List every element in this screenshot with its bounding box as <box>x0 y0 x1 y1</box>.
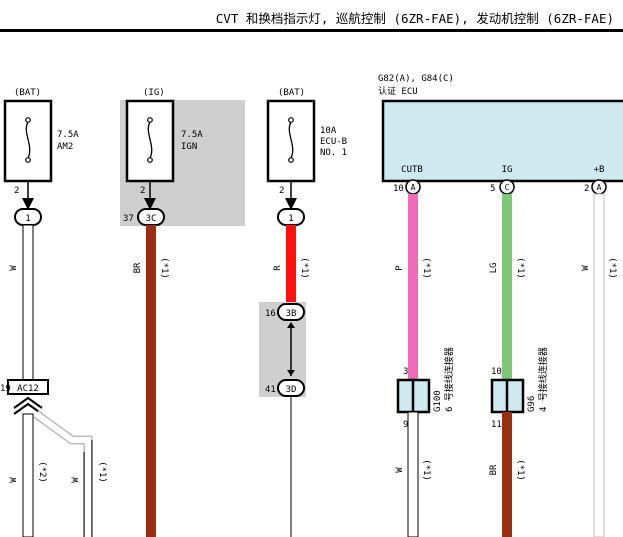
ecu-pin-ig-label: IG <box>502 165 513 175</box>
fuse-ign-pin: 2 <box>140 186 145 196</box>
g100-pin-in: 3 <box>403 367 408 377</box>
connector-ac12 <box>7 379 49 395</box>
wire-label-w-col1: W <box>9 265 19 271</box>
wire-p <box>408 194 418 380</box>
junction-1-ecub-label: 1 <box>288 214 293 224</box>
wire-w-plusb <box>593 193 605 537</box>
junction-3c-pin: 37 <box>123 214 134 224</box>
wire-w-col1-lower <box>22 413 34 537</box>
junction-3b <box>277 303 305 321</box>
wire-label-br-col2: BR <box>133 262 143 273</box>
g100-code: G100 <box>433 390 443 412</box>
ecu-pin-b-number: 2 <box>584 184 589 194</box>
fuse-ign-group: (IG) 7.5A IGN 2 3C 37 <box>123 88 203 226</box>
fuse-ign-rating: 7.5A <box>181 130 203 140</box>
ecu-pin-cutb-label: CUTB <box>401 165 423 175</box>
fuse-am2-group: (BAT) 7.5A AM2 2 1 <box>3 88 79 226</box>
wire-label-w-plusb: W <box>581 265 591 271</box>
fuse-ign-name: IGN <box>181 142 197 152</box>
ecu-pin-b-label: +B <box>594 165 605 175</box>
ecu-name: 认证 ECU <box>378 85 418 97</box>
fuse-ecub-pin: 2 <box>279 186 284 196</box>
wire-w-g100 <box>407 411 419 537</box>
note-1-p: (*1) <box>421 257 431 279</box>
ecu-pin-cutb-conn-label: A <box>411 183 416 192</box>
fuse-ign-source: (IG) <box>143 88 165 98</box>
note-1-plusb: (*1) <box>607 257 617 279</box>
fuse-am2-rating: 7.5A <box>57 130 79 140</box>
junction-3c-label: 3C <box>146 214 157 224</box>
wire-label-br-g96: BR <box>489 464 499 475</box>
note-1-col2: (*1) <box>159 257 169 279</box>
junction-1-am2-label: 1 <box>25 214 30 224</box>
g96-pin-out: 11 <box>491 420 502 430</box>
wire-label-w-branch: W <box>71 477 81 483</box>
ecu-pin-ig-conn-label: C <box>505 183 510 192</box>
g96-pin-in: 10 <box>491 367 502 377</box>
ecu-pin-b-conn-label: A <box>597 183 602 192</box>
wire-br-g96 <box>502 412 512 537</box>
fuse-am2-name: AM2 <box>57 142 73 152</box>
fuse-ecub-name: ECU-B <box>320 137 347 147</box>
wire-lg <box>502 194 512 380</box>
note-1-col3: (*1) <box>299 257 309 279</box>
fuse-ecub-source: (BAT) <box>278 88 305 98</box>
note-2-col1: (*2) <box>37 461 47 483</box>
connector-ac12-pin: 19 <box>0 384 11 394</box>
ecu-connector: G82(A), G84(C) <box>378 74 454 84</box>
g96-code: G96 <box>527 396 537 412</box>
junction-3d-pin: 41 <box>265 385 276 395</box>
fuse-ecub-name2: NO. 1 <box>320 148 347 158</box>
wire-label-lg: LG <box>489 263 499 274</box>
note-1-lg: (*1) <box>515 257 525 279</box>
fuse-ecub-rating: 10A <box>320 126 337 136</box>
fuse-ecub-icon <box>288 117 294 163</box>
fuse-am2-icon <box>25 117 31 163</box>
wire-w-col1 <box>22 224 34 381</box>
wire-r-col3 <box>286 225 296 303</box>
junction-3b-pin: 16 <box>265 309 276 319</box>
note-1-g96: (*1) <box>515 459 525 481</box>
header-rule <box>0 29 623 32</box>
wire-label-p: P <box>395 265 405 271</box>
wire-label-w-col1-lower: W <box>9 477 19 483</box>
ecu-box <box>381 99 623 183</box>
connector-ac12-label: AC12 <box>17 384 39 394</box>
fuse-am2-pin: 2 <box>14 186 19 196</box>
fuse-ign-icon <box>147 117 153 163</box>
g100-pin-out: 9 <box>403 420 408 430</box>
g96-desc: 4 号接线连接器 <box>537 347 549 412</box>
wire-label-r: R <box>273 265 283 271</box>
ecu-pin-ig-number: 5 <box>490 184 495 194</box>
junction-3d-label: 3D <box>286 385 297 395</box>
note-1-g100: (*1) <box>421 459 431 481</box>
fuse-ecub-group: (BAT) 10A ECU-B NO. 1 2 1 <box>266 88 347 226</box>
note-1-branch: (*1) <box>97 461 107 483</box>
g100-desc: 6 号接线连接器 <box>443 347 455 412</box>
ecu-pin-cutb-number: 10 <box>393 184 404 194</box>
page-title: CVT 和换档指示灯, 巡航控制 (6ZR-FAE), 发动机控制 (6ZR-F… <box>216 11 614 26</box>
junction-3b-label: 3B <box>286 309 297 319</box>
fuse-am2-source: (BAT) <box>14 88 41 98</box>
wire-label-w-g100: W <box>395 467 405 473</box>
wire-br-col2 <box>146 225 156 537</box>
